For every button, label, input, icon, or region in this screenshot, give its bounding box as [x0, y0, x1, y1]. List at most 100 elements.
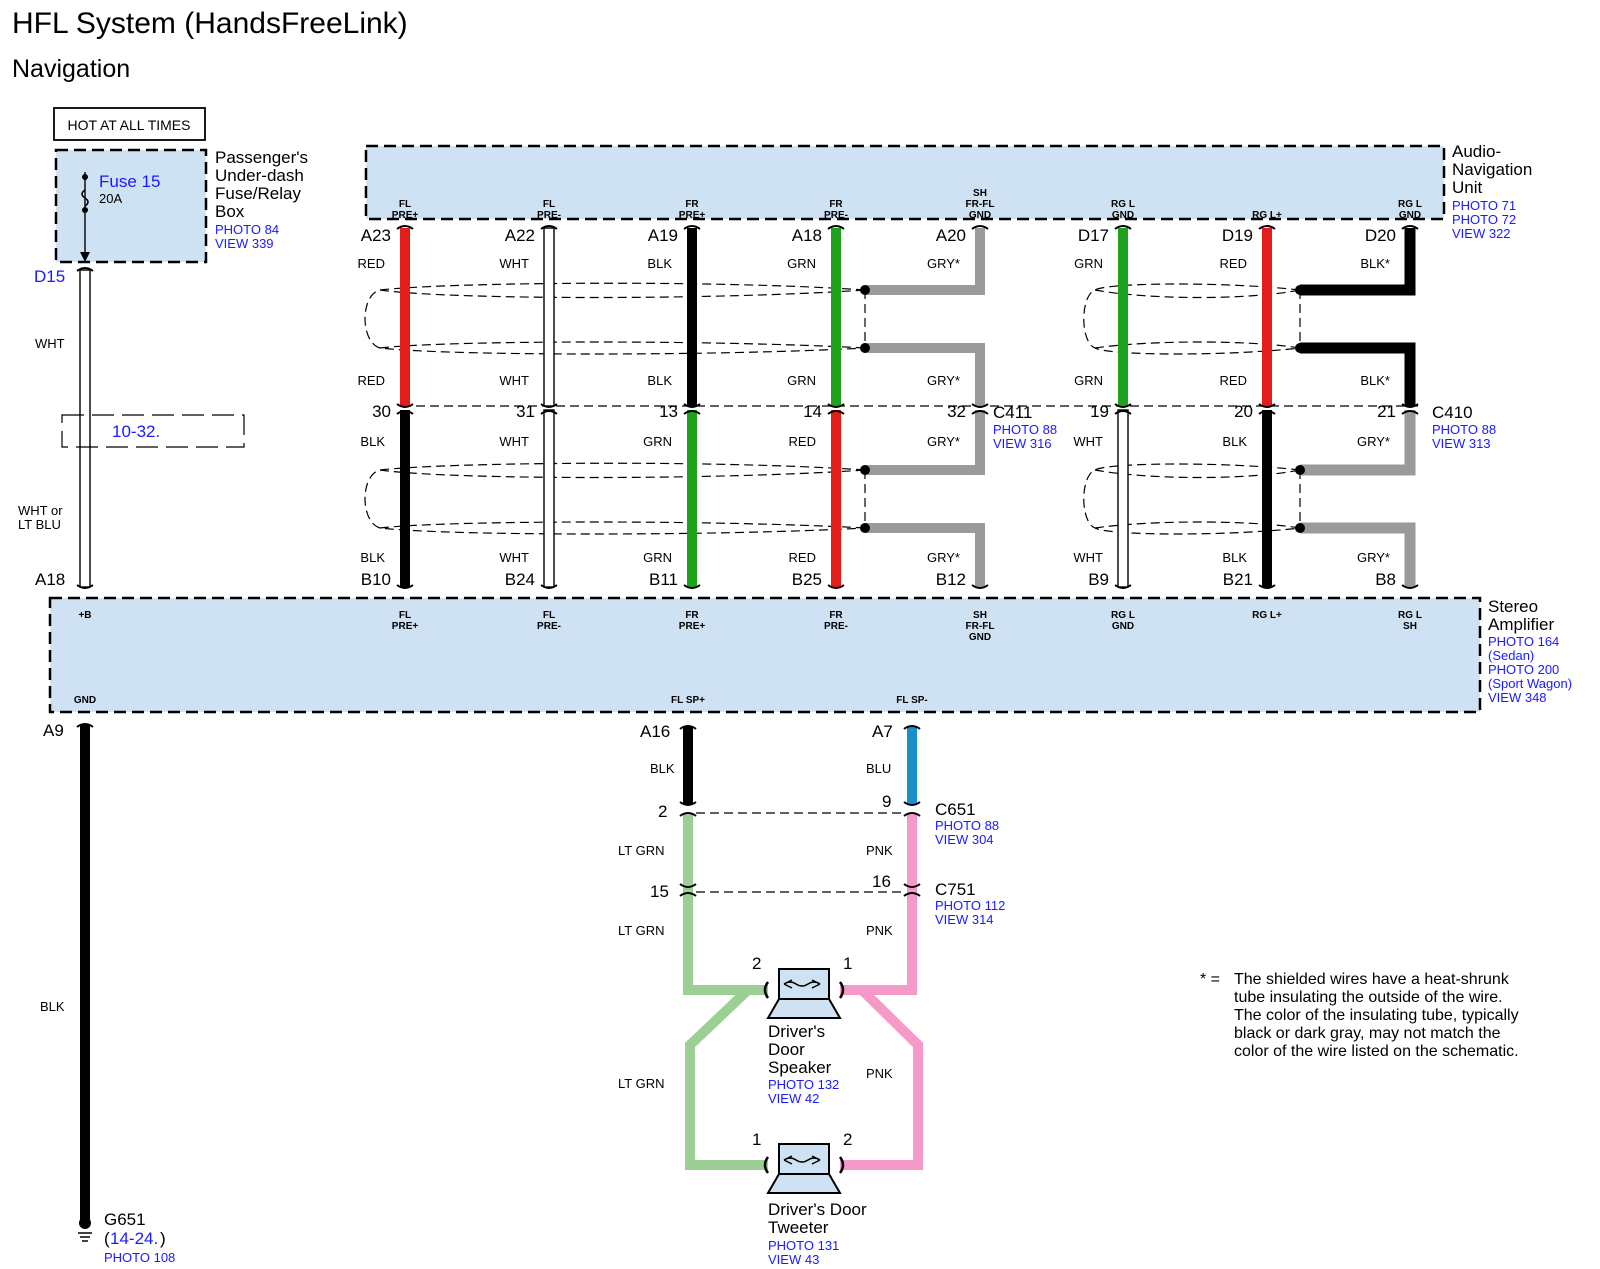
tweeter-view: VIEW 43 [768, 1252, 819, 1267]
tweeter-name-1: Driver's Door [768, 1200, 867, 1219]
pin-connector: 31 [516, 402, 535, 421]
signal-bottom-label: GND [969, 632, 991, 643]
fuse-relay-box: HOT AT ALL TIMES Fuse 15 20A Passenger's… [53, 107, 308, 264]
ground-ref-close: ) [160, 1229, 166, 1248]
ground-name: G651 [104, 1210, 146, 1229]
signal-top-label: FL [543, 199, 555, 210]
amplifier-name-1: Stereo [1488, 597, 1538, 616]
wire-color-label: GRY* [927, 550, 960, 565]
amp-pin-a18: A18 [35, 570, 65, 589]
pin-amplifier: B9 [1088, 570, 1109, 589]
signal-bottom-label: PRE- [537, 621, 561, 632]
shield-drain-wire [1300, 342, 1416, 406]
hot-at-all-times-label: HOT AT ALL TIMES [68, 117, 191, 133]
wire-lower-segment [1262, 410, 1272, 587]
wire-color-label: GRN [1074, 373, 1103, 388]
signal-top-label: GND [1112, 210, 1134, 221]
speaker-photo: PHOTO 132 [768, 1077, 839, 1092]
audio-unit-view: VIEW 322 [1452, 226, 1511, 241]
amp-gnd-signal: GND [74, 695, 96, 706]
signal-bottom-label: PRE+ [392, 621, 419, 632]
splice-point [860, 523, 870, 533]
speaker-plus-color-mid: LT GRN [618, 843, 664, 858]
signal-bottom-label: PRE+ [679, 621, 706, 632]
wire-color-label: BLK [360, 434, 385, 449]
wire-color-label: BLK [647, 373, 672, 388]
pin-connector: 21 [1377, 402, 1396, 421]
signal-top-label: FR-FL [966, 199, 995, 210]
audio-unit-photo-72: PHOTO 72 [1452, 212, 1516, 227]
connector-c751-view: VIEW 314 [935, 912, 994, 927]
signal-bottom-label: FR-FL [966, 621, 995, 632]
speaker-minus-color-mid: PNK [866, 843, 893, 858]
splice-point [1295, 343, 1305, 353]
wire-color-label: BLK [1222, 434, 1247, 449]
speaker-view: VIEW 42 [768, 1091, 819, 1106]
ground-point [79, 1217, 91, 1229]
connector-c411-view: VIEW 316 [993, 436, 1052, 451]
wire-upper-segment [400, 228, 410, 406]
continuation-ref[interactable]: 10-32. [112, 422, 160, 441]
wire-color-wht-or-2: LT BLU [18, 517, 61, 532]
wire-color-label: BLK* [1360, 373, 1390, 388]
pin-audio-unit: A20 [936, 226, 966, 245]
wire-color-label: WHT [499, 434, 529, 449]
connector-c410-photo: PHOTO 88 [1432, 422, 1496, 437]
wire-color-label: RED [789, 550, 816, 565]
wire-color-label: GRN [1074, 256, 1103, 271]
signal-bottom-label: RG L [1398, 610, 1422, 621]
wire-color-label: RED [1220, 373, 1247, 388]
wire-color-label: RED [789, 434, 816, 449]
arrow-down-icon [80, 252, 90, 262]
tweeter-right-pin: 2 [843, 1130, 852, 1149]
signal-top-label: FR [685, 199, 699, 210]
speaker-left-pin: 2 [752, 954, 761, 973]
signal-top-label: FR [829, 199, 843, 210]
pin-amplifier: B11 [649, 570, 678, 589]
wire-color-label: GRN [643, 550, 672, 565]
pin-amplifier: B12 [936, 570, 966, 589]
footnote: * = The shielded wires have a heat-shrun… [1200, 971, 1519, 1060]
speaker-circuit: A16 A7 BLK 2 LT GRN 15 LT GRN BLU 9 PNK … [618, 722, 1005, 1267]
ground-ref[interactable]: 14-24. [110, 1229, 158, 1248]
audio-unit-photo-71: PHOTO 71 [1452, 198, 1516, 213]
shield-fl-fr-upper [364, 282, 866, 355]
signal-top-label: PRE+ [392, 210, 419, 221]
amplifier-sedan: (Sedan) [1488, 648, 1534, 663]
connector-c410-name: C410 [1432, 403, 1473, 422]
wire-color-wht-or-1: WHT or [18, 503, 63, 518]
splice-point [860, 285, 870, 295]
stereo-amplifier: +B GND FL SP+ FL SP- Stereo Amplifier PH… [48, 596, 1572, 714]
wire-color-label: WHT [1073, 550, 1103, 565]
audio-unit-name-1: Audio- [1452, 142, 1501, 161]
amplifier-name-2: Amplifier [1488, 615, 1554, 634]
splice-point [1295, 285, 1305, 295]
pin-audio-unit: A19 [648, 226, 678, 245]
wire-upper-segment [687, 228, 697, 406]
speaker-plus-blk-wire [683, 726, 693, 804]
wire-color-label: BLK [360, 550, 385, 565]
pin-connector: 13 [659, 402, 678, 421]
fuse-box-view: VIEW 339 [215, 236, 274, 251]
wire-color-label: WHT [1073, 434, 1103, 449]
amp-fl-sp-plus-signal: FL SP+ [671, 695, 705, 706]
wire-color-label: RED [358, 256, 385, 271]
page-subtitle: Navigation [12, 55, 130, 83]
tweeter-minus-color: PNK [866, 1066, 893, 1081]
fuse-pin-d15: D15 [34, 267, 65, 286]
signal-bottom-label: RG L [1111, 610, 1135, 621]
connector-labels: C411 PHOTO 88 VIEW 316 C410 PHOTO 88 VIE… [993, 403, 1496, 451]
wire-color-label: WHT [499, 373, 529, 388]
amp-fl-sp-minus-signal: FL SP- [896, 695, 927, 706]
splice-point [860, 343, 870, 353]
shield-drain-wire [865, 343, 985, 406]
wire-color-label: GRY* [1357, 550, 1390, 565]
wire-color-label: GRY* [1357, 434, 1390, 449]
footnote-line-5: color of the wire listed on the schemati… [1234, 1043, 1519, 1060]
shield-fl-fr-lower [364, 462, 866, 535]
wire-lower-segment [543, 409, 555, 588]
wire-color-label: GRY* [927, 256, 960, 271]
ground-photo: PHOTO 108 [104, 1250, 175, 1265]
audio-unit-name-2: Navigation [1452, 160, 1532, 179]
wire-color-label: GRY* [927, 373, 960, 388]
